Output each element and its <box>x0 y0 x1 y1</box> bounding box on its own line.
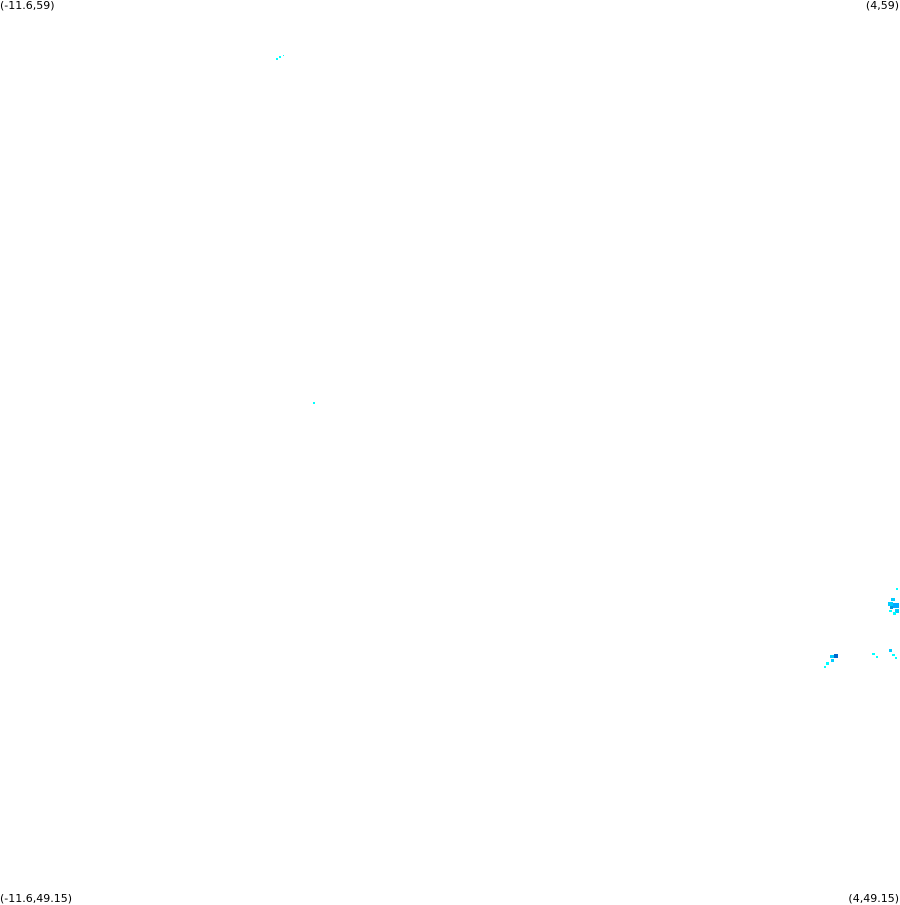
echo-cluster-east <box>888 588 899 615</box>
echo-isolated <box>313 402 315 404</box>
echo-cluster-southeast <box>824 649 897 668</box>
corner-label-bottom-left: (-11.6,49.15) <box>0 892 73 905</box>
corner-label-bottom-right: (4,49.15) <box>848 892 899 905</box>
corner-label-top-right: (4,59) <box>865 0 899 12</box>
echo-cluster-north <box>276 55 284 60</box>
corner-label-top-left: (-11.6,59) <box>0 0 55 12</box>
